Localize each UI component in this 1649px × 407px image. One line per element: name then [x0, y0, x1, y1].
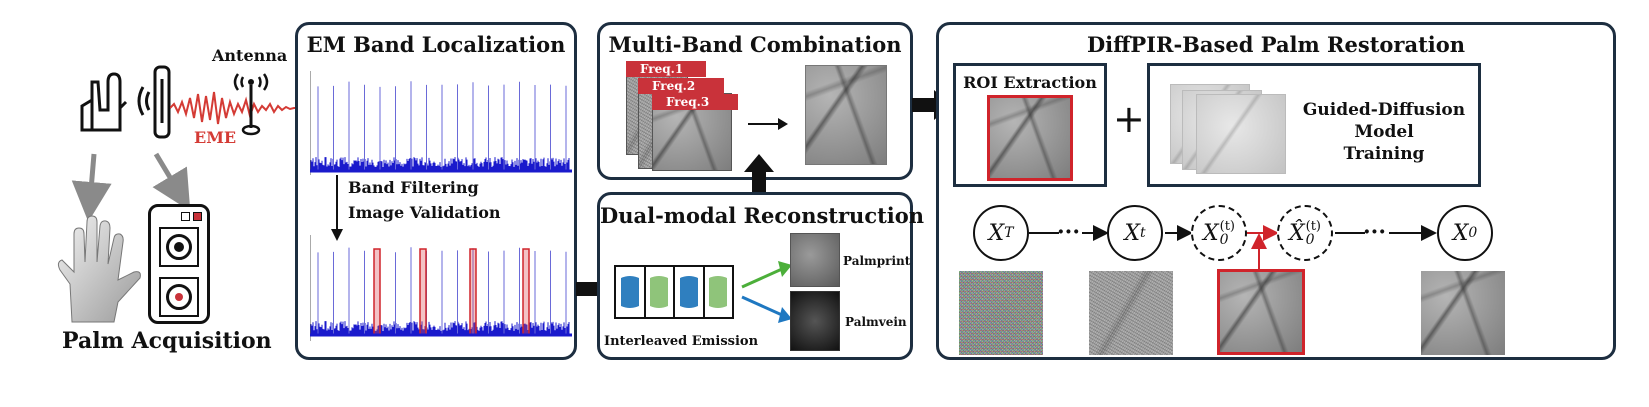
band-filter-arrow — [331, 175, 343, 241]
scanner-device — [148, 204, 210, 324]
palmvein-label: Palmvein — [845, 315, 907, 329]
scanner-lens-bottom — [159, 277, 199, 317]
scanner-indicator-white — [181, 212, 190, 221]
em-band-panel: EM Band Localization Band Filtering Imag… — [295, 22, 577, 360]
band-highlight — [373, 248, 381, 336]
noise-image-xt — [1089, 271, 1173, 355]
ellipsis-2: ··· — [1363, 219, 1386, 245]
eme-waveform — [170, 91, 310, 125]
band-filtering-label: Band Filtering — [348, 178, 479, 197]
emission-band-4 — [705, 267, 733, 317]
spectrum-top — [310, 71, 572, 175]
palmprint-image — [790, 233, 840, 287]
image-validation-label: Image Validation — [348, 203, 501, 222]
band-highlight — [419, 248, 427, 336]
node-x-0-t: X(t)0 — [1191, 205, 1247, 261]
interleaved-emission-block — [614, 265, 734, 319]
scanner-lens-top — [159, 227, 199, 267]
acquisition-arrows — [71, 152, 191, 220]
diffpir-panel: DiffPIR-Based Palm Restoration ROI Extra… — [936, 22, 1616, 360]
roi-palm-image — [987, 95, 1073, 181]
emission-band-2 — [646, 267, 675, 317]
spectrum-bottom — [310, 235, 572, 341]
guided-diffusion-label-2: Model — [1354, 122, 1414, 142]
roi-guidance-image — [1217, 269, 1305, 355]
diffpir-title: DiffPIR-Based Palm Restoration — [1086, 32, 1466, 57]
ellipsis-1: ··· — [1057, 219, 1080, 245]
palmprint-label: Palmprint — [843, 254, 911, 268]
restored-image-x0 — [1421, 271, 1505, 355]
roi-extraction-box: ROI Extraction — [953, 63, 1107, 187]
emission-band-3 — [675, 267, 705, 317]
hand-gesture-icon — [80, 72, 128, 132]
guided-diffusion-box: Guided-Diffusion Model Training — [1147, 63, 1481, 187]
guided-diffusion-label-1: Guided-Diffusion — [1302, 100, 1466, 120]
band-highlight — [469, 248, 477, 336]
emission-band-1 — [616, 267, 646, 317]
plus-sign: + — [1113, 97, 1145, 141]
freq-label-2: Freq.2 — [638, 78, 724, 94]
multi-band-panel: Multi-Band Combination Freq.1 Freq.2 Fre… — [597, 22, 913, 180]
combined-palm-image — [805, 65, 887, 165]
multi-band-title: Multi-Band Combination — [608, 32, 902, 57]
noise-image-xT — [959, 271, 1043, 355]
dual-modal-panel: Dual-modal Reconstruction Interleaved Em… — [597, 192, 925, 360]
scanner-indicator-red — [193, 212, 202, 221]
dual-to-multi-arrow — [744, 154, 774, 194]
band-highlight — [522, 248, 530, 336]
diffusion-chain-arrows — [1029, 225, 1437, 269]
antenna-icon — [233, 73, 269, 136]
palm-hand-image — [57, 215, 141, 323]
freq-label-3: Freq.3 — [652, 94, 738, 110]
guided-diffusion-label-3: Training — [1343, 144, 1425, 164]
freq-label-1: Freq.1 — [626, 61, 706, 77]
phone-icon — [137, 65, 171, 139]
dual-modal-title: Dual-modal Reconstruction — [600, 203, 925, 228]
interleaved-emission-label: Interleaved Emission — [604, 334, 759, 349]
training-image-3 — [1196, 94, 1286, 174]
roi-extraction-title: ROI Extraction — [963, 73, 1097, 92]
combine-arrow — [748, 118, 788, 130]
palmvein-image — [790, 291, 840, 351]
palm-acquisition-title: Palm Acquisition — [62, 328, 272, 354]
antenna-label: Antenna — [212, 46, 288, 65]
em-band-title: EM Band Localization — [306, 32, 566, 57]
palm-acquisition-section: Antenna EME Palm Acquisition — [0, 0, 310, 407]
node-x-0-hat: X̂(t)0 — [1277, 205, 1333, 261]
split-arrows — [741, 261, 792, 323]
eme-label: EME — [194, 128, 237, 147]
